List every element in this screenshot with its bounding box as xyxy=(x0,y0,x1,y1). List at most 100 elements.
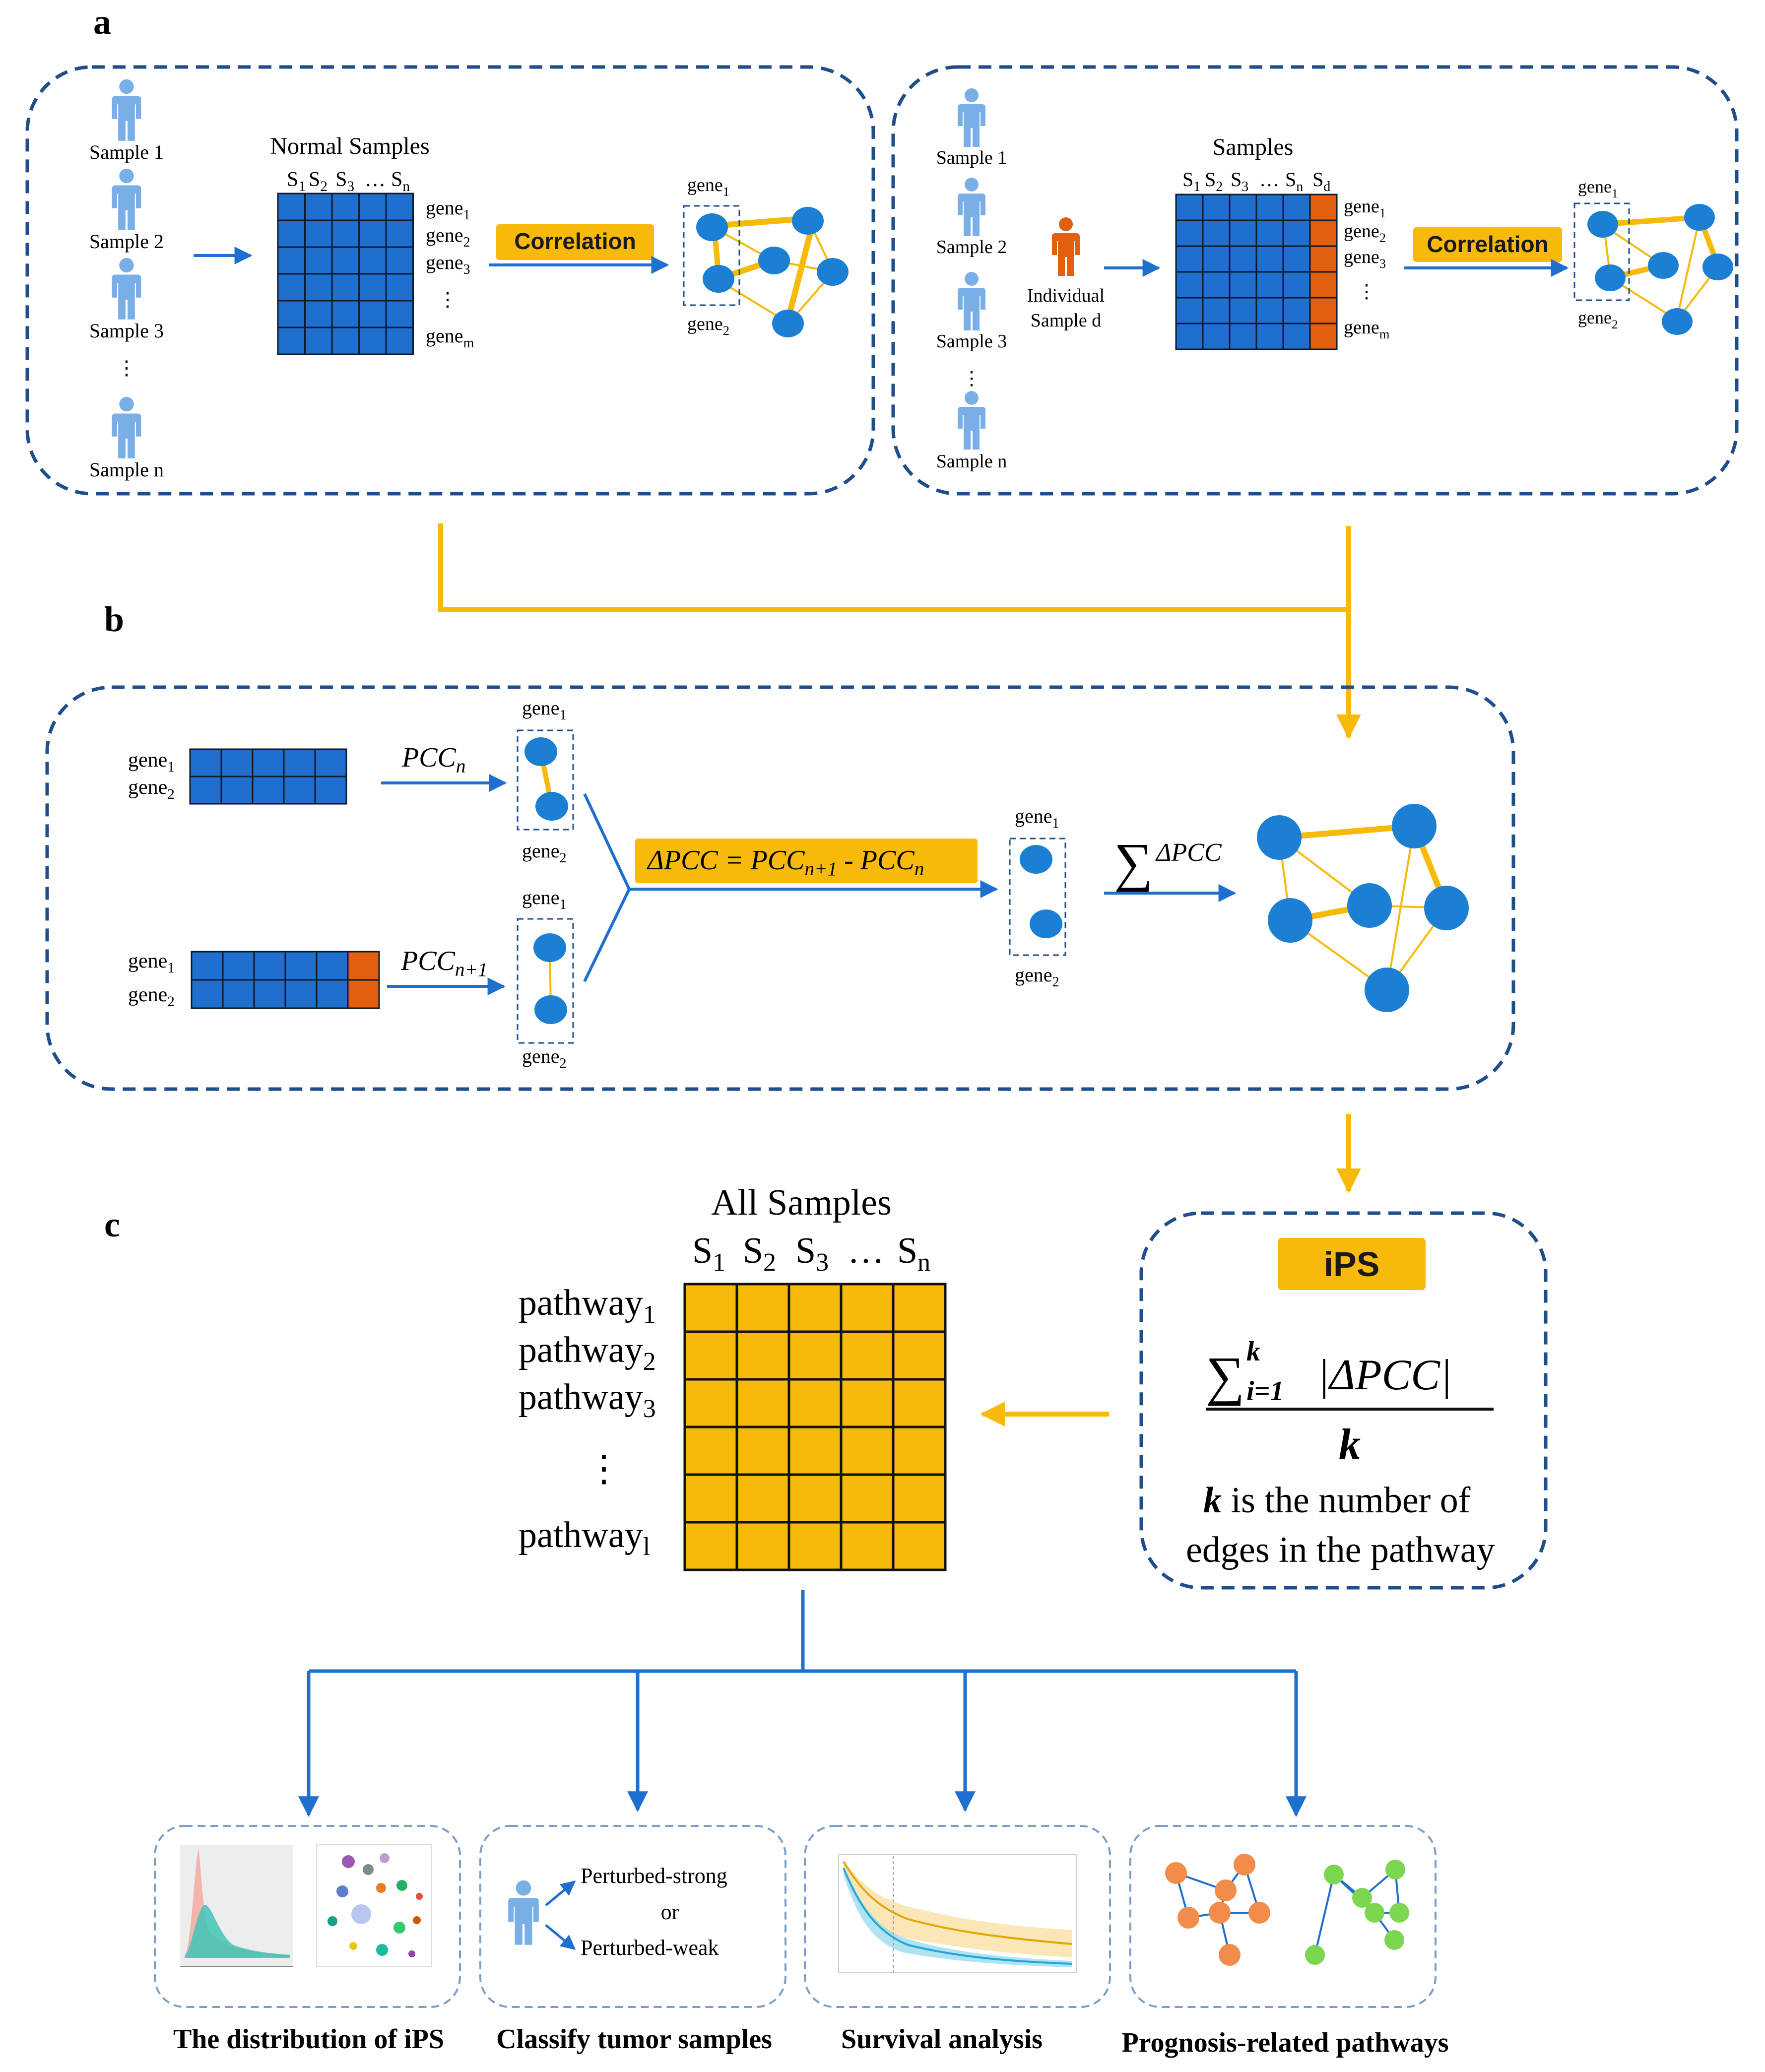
network-gene-label: gene1 xyxy=(1578,177,1618,200)
sample-label: Sample 2 xyxy=(936,237,1007,258)
matrix-cell xyxy=(1282,323,1311,350)
matrix-row-labels: gene1 gene2 gene3 ⋮ genem xyxy=(1344,196,1390,341)
matrix-cell xyxy=(189,748,222,777)
column-header: … xyxy=(1259,168,1279,191)
row-label: pathway2 xyxy=(519,1330,656,1376)
tsne-plot xyxy=(316,1844,432,1967)
matrix-cell xyxy=(277,246,306,275)
network-edge xyxy=(1602,214,1700,227)
matrix-cell xyxy=(385,246,414,275)
matrix-cell xyxy=(1309,194,1338,221)
matrix-cell xyxy=(840,1330,895,1381)
matrix-row-labels: pathway1 pathway2 pathway3 ⋮ pathwayl xyxy=(519,1283,656,1561)
matrix-cell xyxy=(1229,271,1257,299)
matrix-cell xyxy=(840,1473,895,1524)
ips-note-line2: edges in the pathway xyxy=(1186,1530,1495,1570)
matrix-cell xyxy=(1255,297,1284,324)
network-node xyxy=(1219,1944,1241,1966)
matrix-cell xyxy=(1255,194,1284,221)
network-node xyxy=(792,207,824,235)
column-header: Sn xyxy=(1285,168,1303,194)
matrix-title: Normal Samples xyxy=(270,133,429,159)
matrix-cell xyxy=(1202,271,1231,299)
output-card-survival xyxy=(804,1825,1111,2008)
column-header: S1 xyxy=(287,168,306,194)
row-label: gene3 xyxy=(426,251,470,277)
matrix-cell xyxy=(358,273,387,302)
network-node xyxy=(1384,1930,1404,1950)
vertical-dots: ⋮ xyxy=(962,368,981,389)
output-label: Classify tumor samples xyxy=(496,2024,772,2055)
matrix-cell xyxy=(316,951,349,981)
sample-label: Sample 3 xyxy=(936,331,1007,352)
column-header: S2 xyxy=(1205,168,1223,194)
green-network-nodes xyxy=(1305,1860,1409,1965)
network-node xyxy=(535,792,568,821)
row-label: gene2 xyxy=(128,983,175,1010)
panel-a-right-frame xyxy=(891,65,1739,496)
matrix-cell xyxy=(222,951,255,981)
matrix-cell xyxy=(1309,245,1338,273)
matrix-cell xyxy=(304,219,333,248)
matrix-cell xyxy=(1255,245,1284,273)
individual-label: Individual xyxy=(1027,285,1105,306)
gene-pair-matrix-normal xyxy=(189,748,347,805)
tsne-clusters xyxy=(327,1853,423,1957)
matrix-cell xyxy=(1175,219,1204,247)
matrix-cell xyxy=(331,326,360,355)
histogram-series xyxy=(185,1905,290,1958)
matrix-cell xyxy=(1309,271,1338,299)
matrix-cell xyxy=(787,1378,843,1428)
sample-label: Sample n xyxy=(89,458,164,481)
delta-pcc-formula: ΔPCC = PCCn+1 - PCCn xyxy=(647,845,924,880)
column-header: S3 xyxy=(1231,168,1248,194)
individual-label: Sample d xyxy=(1031,310,1101,331)
matrix-column-headers: S1 S2 S3 … Sn xyxy=(692,1230,930,1277)
matrix-cell xyxy=(304,246,333,275)
gene-pair-normal: gene1 gene2 xyxy=(517,697,574,866)
network-gene-label: gene1 xyxy=(687,175,729,199)
matrix-cell xyxy=(220,748,254,777)
matrix-cell xyxy=(331,193,360,221)
output-card-classify: Perturbed-strong or Perturbed-weak xyxy=(479,1825,786,2008)
connector-line xyxy=(438,523,1349,612)
output-label: Prognosis-related pathways xyxy=(1121,2027,1448,2058)
perturbed-network xyxy=(1257,804,1469,1012)
correlation-label: Correlation xyxy=(514,228,636,254)
output-label: The distribution of iPS xyxy=(173,2024,444,2055)
orange-network-nodes xyxy=(1165,1854,1270,1966)
row-label: gene2 xyxy=(128,776,175,802)
matrix-cell xyxy=(840,1425,895,1476)
person-icon xyxy=(112,79,141,141)
person-icon xyxy=(112,396,141,458)
survival-curve xyxy=(843,1861,1072,1945)
pcc-n-label: PCCn xyxy=(401,742,466,777)
network-node xyxy=(1177,1907,1199,1929)
output-tree xyxy=(298,1590,1307,1817)
matrix-cell xyxy=(1175,323,1204,350)
network-node xyxy=(534,995,567,1024)
matrix-cell xyxy=(277,326,306,355)
cluster-point xyxy=(416,1893,423,1900)
ips-badge xyxy=(1278,1238,1426,1290)
gene-pair-matrix-with-individual xyxy=(191,951,380,1009)
pcc-n1-label: PCCn+1 xyxy=(400,946,488,980)
matrix-cell xyxy=(314,748,347,777)
matrix-cell xyxy=(683,1521,738,1571)
cluster-point xyxy=(336,1885,348,1897)
matrix-cell xyxy=(1202,245,1231,273)
network-edge xyxy=(785,222,816,321)
network-node xyxy=(1305,1945,1325,1965)
matrix-title: All Samples xyxy=(711,1182,892,1223)
sample-label: Sample n xyxy=(936,451,1007,472)
sum-delta-label: ΔPCC xyxy=(1155,839,1222,867)
matrix-cell xyxy=(277,300,306,328)
column-header: S2 xyxy=(309,168,327,194)
cluster-point xyxy=(380,1853,390,1863)
person-icon xyxy=(958,391,985,450)
correlation-badge xyxy=(1413,227,1562,262)
matrix-cell xyxy=(304,193,333,221)
matrix-cell xyxy=(683,1330,738,1381)
matrix-cell xyxy=(1282,219,1311,247)
